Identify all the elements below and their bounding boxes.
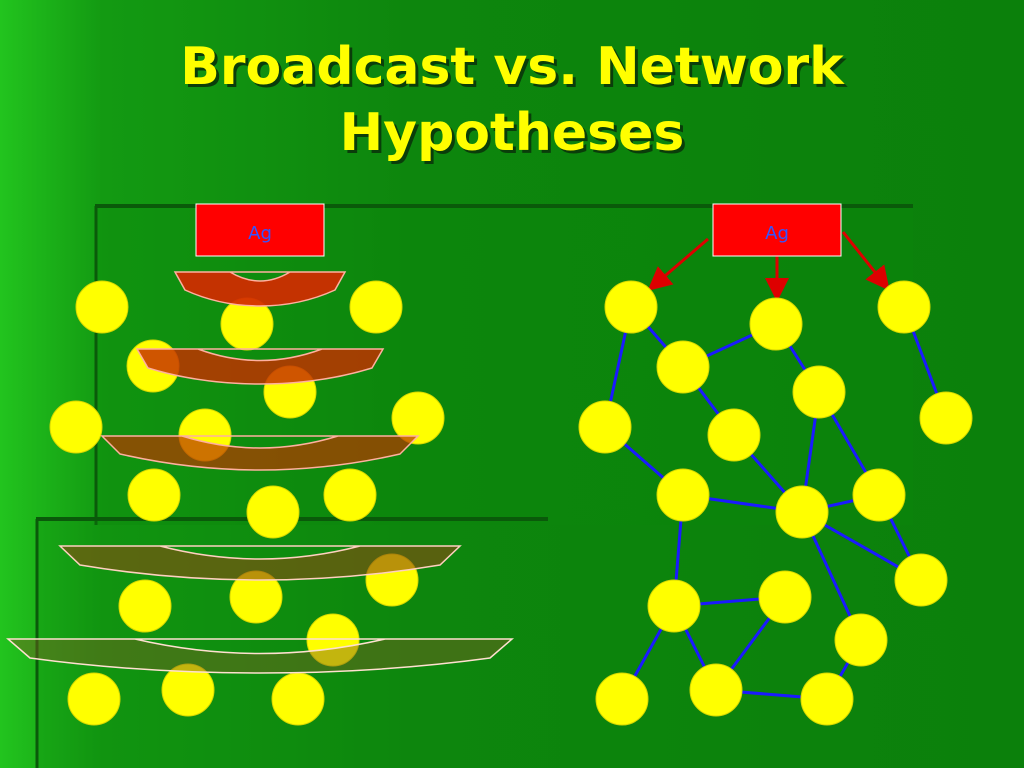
network-cell bbox=[749, 297, 803, 351]
slide-title: Broadcast vs. Network Hypotheses bbox=[0, 34, 1024, 166]
network-cell bbox=[578, 400, 632, 454]
broadcast-antigen: Ag bbox=[195, 203, 325, 257]
slide-title-line-2: Hypotheses bbox=[339, 103, 685, 163]
broadcast-cell bbox=[271, 672, 325, 726]
broadcast-waves bbox=[5, 271, 515, 674]
network-diagram: Ag bbox=[578, 203, 973, 726]
broadcast-antigen-box bbox=[195, 203, 325, 257]
network-cell bbox=[894, 553, 948, 607]
network-cell bbox=[877, 280, 931, 334]
network-cell bbox=[656, 468, 710, 522]
network-cell bbox=[689, 663, 743, 717]
slide-title-line-1: Broadcast vs. Network bbox=[180, 37, 844, 97]
network-cell bbox=[647, 579, 701, 633]
broadcast-cell bbox=[75, 280, 129, 334]
broadcast-cell bbox=[49, 400, 103, 454]
broadcast-cell bbox=[246, 485, 300, 539]
broadcast-cell bbox=[127, 468, 181, 522]
antigen-arrow-right bbox=[841, 231, 890, 291]
broadcast-cell bbox=[306, 613, 360, 667]
network-cell bbox=[604, 280, 658, 334]
broadcast-wave-5 bbox=[5, 638, 515, 674]
network-cell bbox=[758, 570, 812, 624]
network-cell bbox=[775, 485, 829, 539]
network-cell bbox=[595, 672, 649, 726]
broadcast-cell bbox=[161, 663, 215, 717]
network-cell bbox=[707, 408, 761, 462]
broadcast-cell bbox=[391, 391, 445, 445]
network-cell bbox=[852, 468, 906, 522]
broadcast-cell bbox=[118, 579, 172, 633]
broadcast-wave-4 bbox=[58, 545, 462, 581]
broadcast-diagram: Ag bbox=[5, 203, 515, 726]
network-cell bbox=[834, 613, 888, 667]
broadcast-cell bbox=[323, 468, 377, 522]
broadcast-wave-1 bbox=[173, 271, 347, 307]
broadcast-wave-3 bbox=[100, 435, 420, 471]
network-cell bbox=[800, 672, 854, 726]
broadcast-antigen-label: Ag bbox=[248, 223, 272, 244]
network-antigen-box bbox=[712, 203, 842, 257]
network-cells bbox=[578, 280, 973, 726]
broadcast-cell bbox=[67, 672, 121, 726]
network-cell bbox=[792, 365, 846, 419]
network-cell bbox=[919, 391, 973, 445]
network-cell bbox=[656, 340, 710, 394]
network-antigen-label: Ag bbox=[765, 223, 789, 244]
network-arrows bbox=[647, 231, 890, 302]
antigen-arrow-left bbox=[647, 237, 709, 291]
network-antigen: Ag bbox=[712, 203, 842, 257]
broadcast-wave-2 bbox=[135, 348, 385, 385]
broadcast-cell bbox=[349, 280, 403, 334]
